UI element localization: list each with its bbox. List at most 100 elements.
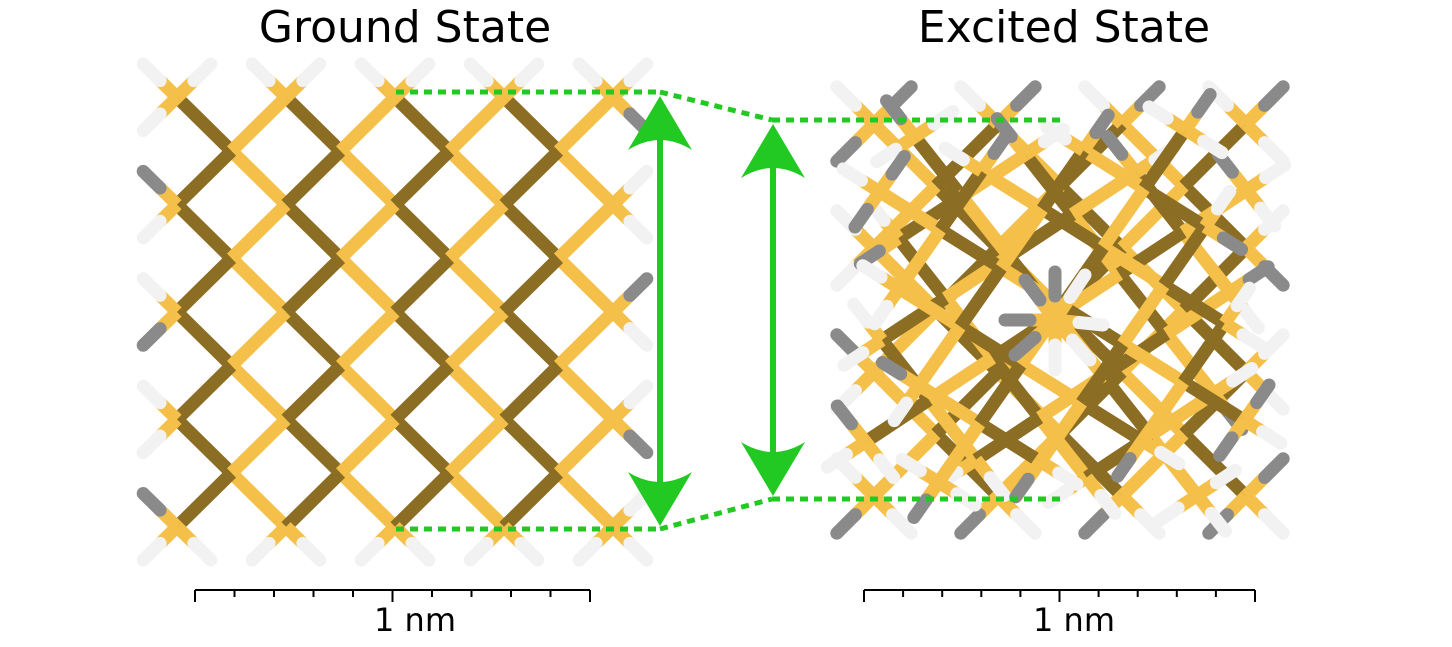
si-si-bond	[390, 361, 455, 424]
si-si-bond	[1180, 376, 1248, 426]
si-si-bond	[1034, 413, 1092, 482]
hydrogen-atom-icon	[1078, 508, 1110, 540]
si-si-bond	[1160, 279, 1229, 329]
hydrogen-atom-icon	[1237, 303, 1265, 335]
hydrogen-atom-icon	[987, 129, 1013, 160]
hydrogen-atom-icon	[1078, 80, 1110, 112]
excited-state-title: Excited State	[918, 2, 1210, 53]
hydrogen-atom-icon	[887, 396, 914, 428]
si-si-bond	[335, 361, 400, 424]
si-si-bond	[553, 468, 618, 532]
hydrogen-atom-icon	[830, 328, 862, 360]
hydrogen-atom-icon	[1152, 501, 1185, 528]
hydrogen-atom-icon	[1209, 463, 1242, 490]
si-si-bond	[1117, 281, 1170, 348]
hydrogen-atom-icon	[954, 80, 986, 112]
si-si-bond	[1035, 399, 1087, 466]
hydrogen-atom-icon	[1197, 134, 1229, 160]
si-si-bond	[335, 414, 400, 478]
hydrogen-atom-icon	[354, 57, 385, 88]
hydrogen-atom-icon	[830, 80, 862, 112]
si-si-bond	[876, 186, 944, 236]
hydrogen-atom-icon	[830, 260, 862, 292]
si-si-bond	[1038, 203, 1107, 253]
si-si-bond	[995, 205, 1048, 272]
hydrogen-atom-icon	[1018, 273, 1047, 307]
si-si-bond	[226, 92, 291, 156]
si-si-bond	[444, 92, 509, 156]
si-si-bond	[226, 361, 291, 424]
si-si-bond	[553, 146, 618, 210]
si-si-bond	[172, 361, 237, 424]
hydrogen-atom-icon	[1210, 184, 1237, 216]
si-si-bond	[444, 361, 509, 424]
si-si-bond	[1138, 126, 1191, 193]
si-si-bond	[281, 468, 346, 532]
hydrogen-atom-icon	[623, 57, 654, 88]
excited-scale-label: 1 nm	[1033, 601, 1115, 639]
hydrogen-atom-icon	[938, 141, 970, 167]
hydrogen-atom-icon	[1216, 231, 1249, 256]
hydrogen-atom-icon	[1101, 129, 1129, 161]
si-si-bond	[226, 200, 291, 263]
si-si-bond	[444, 307, 509, 371]
si-si-bond	[893, 234, 951, 303]
hydrogen-atom-icon	[1094, 488, 1122, 520]
si-si-bond	[1080, 144, 1148, 195]
si-si-bond	[172, 253, 237, 317]
hydrogen-atom-icon	[514, 57, 545, 88]
hydrogen-atom-icon	[1042, 483, 1075, 510]
si-si-bond	[553, 253, 618, 317]
si-si-bond	[390, 92, 455, 156]
si-si-bond	[1078, 397, 1146, 447]
hydrogen-atom-icon	[572, 536, 603, 567]
hydrogen-atom-icon	[837, 346, 870, 372]
si-si-bond	[1119, 338, 1188, 388]
guide-diagonal-top	[659, 89, 773, 123]
si-si-bond	[1097, 184, 1150, 251]
si-si-bond	[444, 146, 509, 210]
si-si-bond	[553, 92, 618, 156]
si-si-bond	[499, 414, 564, 478]
hydrogen-atom-icon	[1258, 328, 1290, 360]
si-si-bond	[499, 146, 564, 210]
si-si-bond	[1020, 150, 1078, 219]
si-si-bond	[335, 200, 400, 263]
ground-scale-bar	[194, 589, 591, 602]
hydrogen-atom-icon	[623, 429, 654, 460]
si-si-bond	[444, 414, 509, 478]
hydrogen-atom-icon	[1063, 268, 1092, 304]
si-si-bond	[444, 200, 509, 263]
si-si-bond	[172, 468, 237, 532]
hydrogen-atom-icon	[1250, 378, 1276, 410]
hydrogen-atom-icon	[1258, 508, 1290, 540]
hydrogen-atom-icon	[136, 272, 167, 302]
si-si-bond	[335, 92, 400, 156]
hydrogen-atom-icon	[136, 429, 167, 460]
hydrogen-atom-icon	[623, 536, 654, 567]
hydrogen-atom-icon	[847, 297, 875, 329]
si-si-bond	[1158, 222, 1211, 290]
hydrogen-atom-icon	[830, 508, 862, 540]
si-si-bond	[1117, 181, 1189, 253]
hydrogen-atom-icon	[623, 164, 654, 195]
hydrogen-atom-icon	[1066, 333, 1097, 367]
hydrogen-atom-icon	[1230, 281, 1256, 313]
hydrogen-atom-icon	[836, 162, 868, 187]
ground-size-arrow	[628, 96, 692, 526]
si-si-bond	[1076, 340, 1129, 407]
si-si-bond	[974, 361, 1027, 428]
hydrogen-atom-icon	[1236, 328, 1268, 353]
si-si-bond	[869, 181, 941, 253]
si-si-bond	[499, 361, 564, 424]
si-si-bond	[978, 165, 1046, 215]
arrow-head-down-icon	[628, 472, 692, 526]
hydrogen-atom-icon	[856, 259, 888, 284]
hydrogen-atom-icon	[1040, 121, 1072, 146]
arrow-head-up-icon	[741, 124, 805, 178]
si-si-bond	[1117, 429, 1189, 501]
si-si-bond	[172, 200, 237, 263]
si-si-bond	[226, 414, 291, 478]
hydrogen-atom-icon	[830, 136, 862, 168]
